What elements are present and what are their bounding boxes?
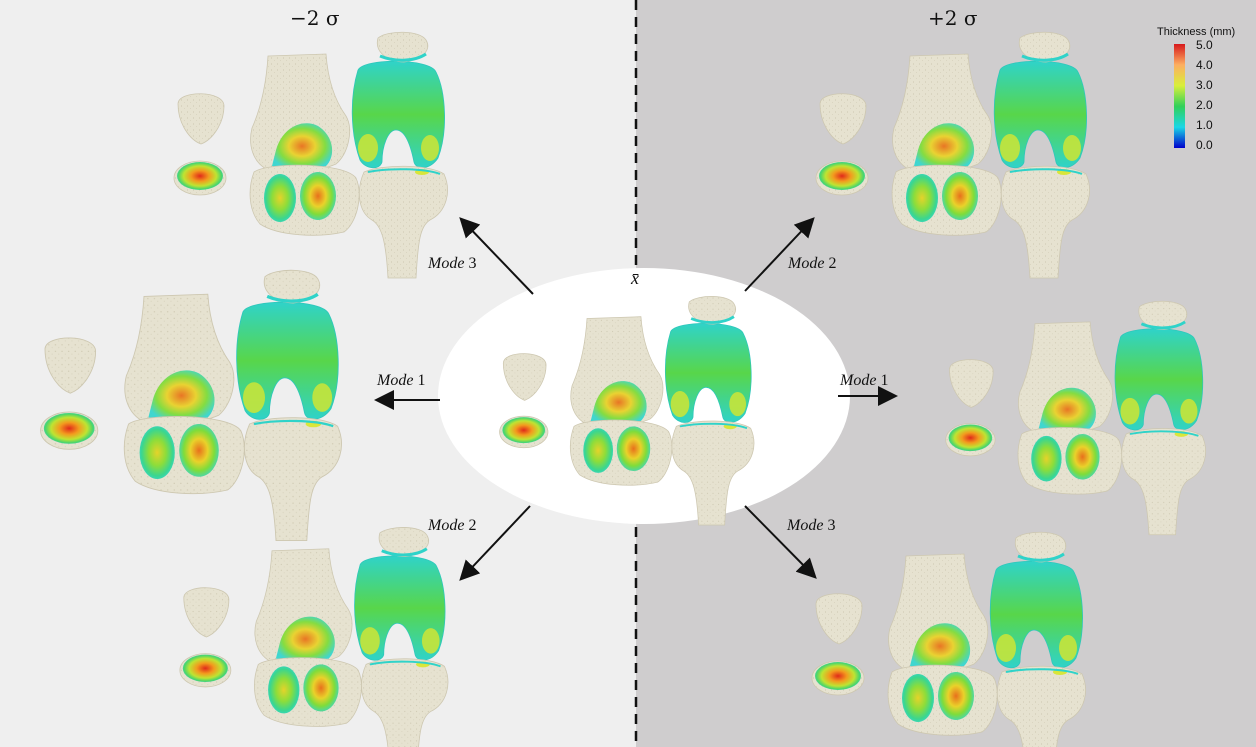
mode-label-right-top: Mode 2 — [788, 255, 836, 273]
mean-shape-label: x̄ — [631, 268, 639, 289]
mode-label-left-mid: Mode 1 — [377, 372, 425, 390]
legend-tick: 3.0 — [1196, 78, 1213, 92]
minus-2-sigma-title: −2 σ — [290, 6, 340, 30]
legend-tick: 4.0 — [1196, 58, 1213, 72]
legend-title: Thickness (mm) — [1157, 26, 1235, 38]
mode-label-right-mid: Mode 1 — [840, 372, 888, 390]
mode-label-left-bottom: Mode 2 — [428, 517, 476, 535]
mode-label-left-top: Mode 3 — [428, 255, 476, 273]
mode-label-right-bottom: Mode 3 — [787, 517, 835, 535]
legend-tick: 2.0 — [1196, 98, 1213, 112]
legend-tick: 1.0 — [1196, 118, 1213, 132]
plus-2-sigma-title: +2 σ — [928, 6, 978, 30]
legend-colorbar — [1174, 44, 1185, 148]
legend-tick: 0.0 — [1196, 138, 1213, 152]
legend-tick: 5.0 — [1196, 38, 1213, 52]
